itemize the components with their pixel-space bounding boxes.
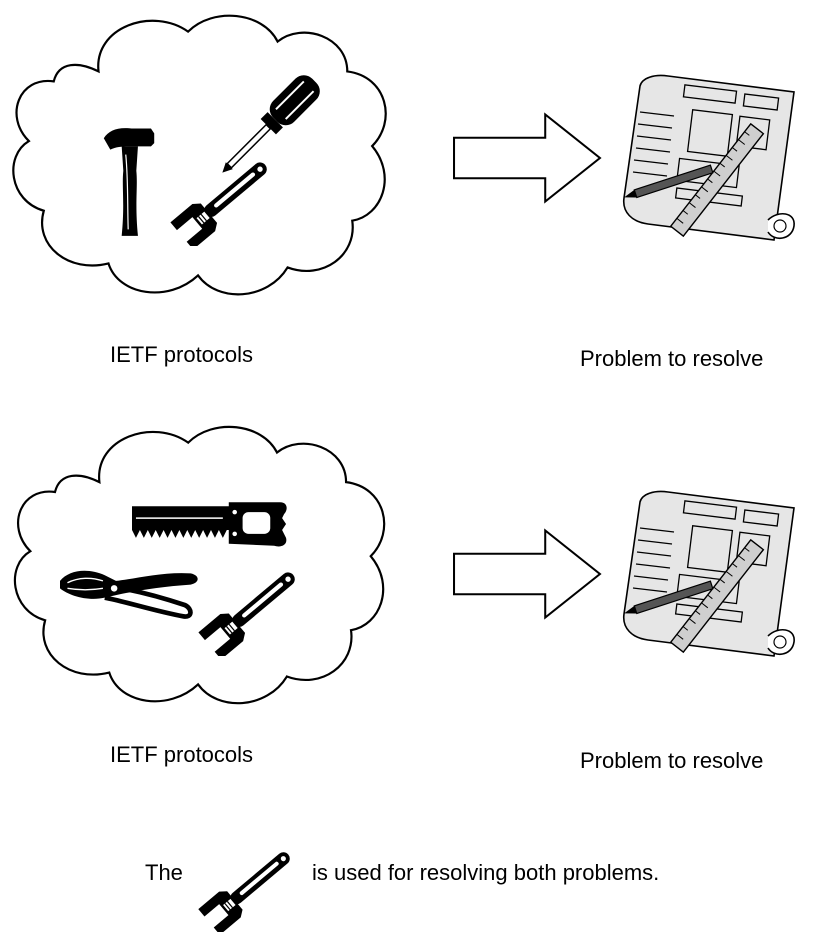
blueprint-icon bbox=[622, 74, 795, 241]
wrench-icon bbox=[169, 151, 278, 246]
cloud-label: IETF protocols bbox=[110, 742, 254, 767]
hammer-icon bbox=[103, 127, 155, 237]
right-arrow-icon bbox=[453, 113, 601, 203]
blueprint-icon bbox=[622, 490, 795, 657]
saw-icon bbox=[132, 501, 288, 548]
wrench-icon bbox=[197, 561, 306, 656]
wrench-icon bbox=[197, 841, 301, 932]
caption-prefix: The bbox=[145, 860, 183, 885]
caption-suffix: is used for resolving both problems. bbox=[312, 860, 660, 885]
row-2: IETF protocols Problem to resolve bbox=[0, 400, 822, 780]
row-1: IETF protocols Problem to resolve bbox=[0, 0, 822, 380]
problem-label: Problem to resolve bbox=[580, 346, 764, 371]
problem-label: Problem to resolve bbox=[580, 748, 764, 773]
cloud-label: IETF protocols bbox=[110, 342, 254, 367]
pliers-icon bbox=[60, 560, 200, 626]
right-arrow-icon bbox=[453, 529, 601, 619]
